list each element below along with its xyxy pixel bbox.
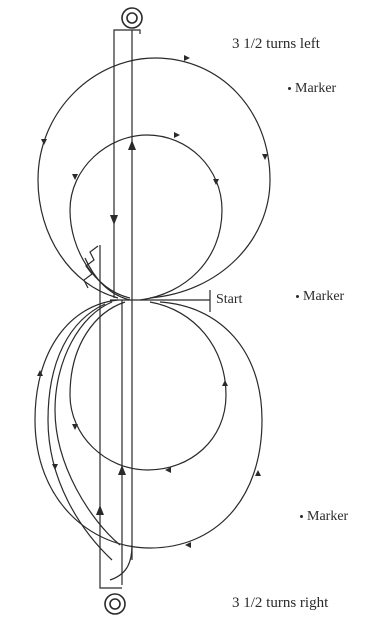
top-box-connector xyxy=(114,30,140,34)
bottom-end-circle xyxy=(105,594,125,614)
marker-dot xyxy=(300,515,303,519)
arrow-up-2 xyxy=(118,465,126,475)
marker-label: Marker xyxy=(307,509,349,524)
arrow-up-3 xyxy=(96,505,104,515)
marker-label: Marker xyxy=(303,289,345,304)
arrow-down-1 xyxy=(110,215,118,225)
start-label: Start xyxy=(216,292,243,307)
bottom-inner-loop xyxy=(70,302,226,470)
bottom-box-connector xyxy=(100,585,122,588)
top-label: 3 1/2 turns left xyxy=(232,36,320,52)
arrow-loop-13 xyxy=(52,464,58,470)
top-end-circle xyxy=(122,8,142,28)
arrow-loop-1 xyxy=(184,55,190,61)
arrow-loop-3 xyxy=(41,139,47,145)
arrow-loop-7 xyxy=(222,380,228,386)
bottom-middle-loop xyxy=(55,302,120,545)
arrow-loop-4 xyxy=(174,132,180,138)
arrow-up-1 xyxy=(128,140,136,150)
arrow-loop-10 xyxy=(165,467,171,473)
marker-3: Marker xyxy=(300,508,348,526)
bottom-outer-loop xyxy=(35,300,262,548)
top-connector-arc xyxy=(85,258,130,300)
arrow-loop-9 xyxy=(255,470,261,476)
marker-1: Marker xyxy=(288,80,336,98)
marker-label: Marker xyxy=(295,81,337,96)
arrow-loop-2 xyxy=(262,154,268,160)
arrow-loop-8 xyxy=(37,370,43,376)
marker-dot xyxy=(296,295,299,299)
bottom-hook xyxy=(110,545,132,580)
bottom-far-loop xyxy=(48,304,112,560)
arrow-loop-5 xyxy=(213,179,219,185)
arrow-loop-11 xyxy=(72,424,78,430)
top-inner-loop xyxy=(70,135,222,300)
top-outer-loop xyxy=(38,58,270,298)
zigzag-mark xyxy=(84,246,98,288)
arrow-loop-6 xyxy=(72,174,78,180)
marker-dot xyxy=(288,87,291,91)
marker-2: Marker xyxy=(296,288,344,306)
bottom-label: 3 1/2 turns right xyxy=(232,595,329,611)
arrow-loop-12 xyxy=(185,542,191,548)
